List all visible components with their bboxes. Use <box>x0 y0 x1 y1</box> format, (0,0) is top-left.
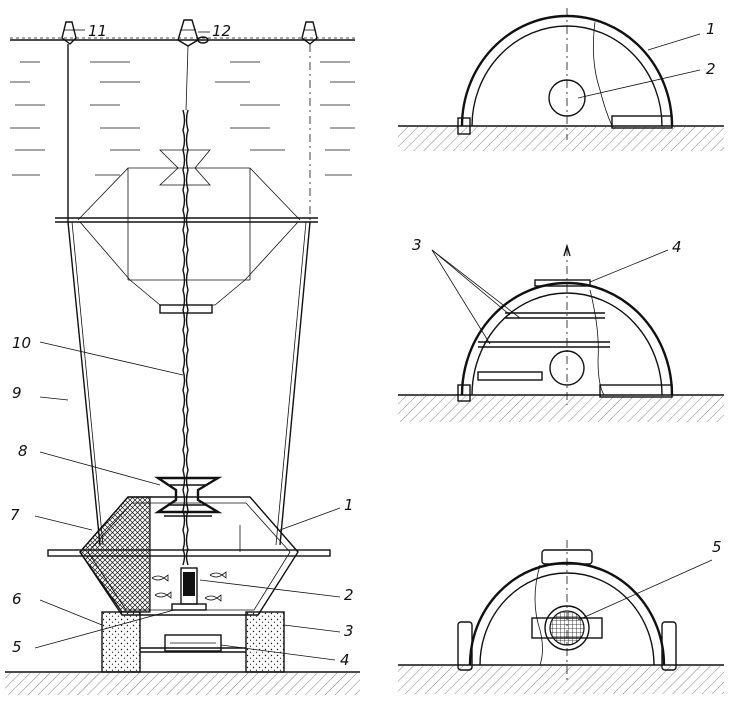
callout-3-left: 3 <box>344 622 354 640</box>
callout-2-top: 2 <box>706 60 716 78</box>
float-buoys <box>61 19 318 47</box>
callout-6: 6 <box>12 590 22 608</box>
right-top-figure: 1 2 <box>398 8 724 151</box>
water-surface <box>10 37 355 176</box>
callout-4-left: 4 <box>340 651 350 669</box>
winch <box>154 476 223 517</box>
callout-3-mid: 3 <box>412 236 422 254</box>
callout-4-mid: 4 <box>672 238 682 256</box>
left-figure: 11 12 10 9 8 7 1 2 6 3 4 5 <box>5 19 360 695</box>
callout-5-bottom: 5 <box>712 538 722 556</box>
callout-11: 11 <box>88 22 107 40</box>
right-middle-figure: 3 4 <box>398 236 724 422</box>
callout-7: 7 <box>10 506 20 524</box>
callout-10: 10 <box>12 334 31 352</box>
central-rope <box>182 109 189 566</box>
callout-12: 12 <box>212 22 231 40</box>
right-bottom-figure: 5 <box>398 538 724 694</box>
callout-8: 8 <box>18 442 28 460</box>
lower-cage <box>47 496 331 616</box>
callout-2-left: 2 <box>344 586 354 604</box>
left-leader-lines <box>34 29 341 661</box>
callout-1-top: 1 <box>706 20 716 38</box>
callout-5-left: 5 <box>12 638 22 656</box>
callout-9: 9 <box>12 384 22 402</box>
callout-1-left: 1 <box>344 496 354 514</box>
anchor-blocks <box>101 611 285 673</box>
